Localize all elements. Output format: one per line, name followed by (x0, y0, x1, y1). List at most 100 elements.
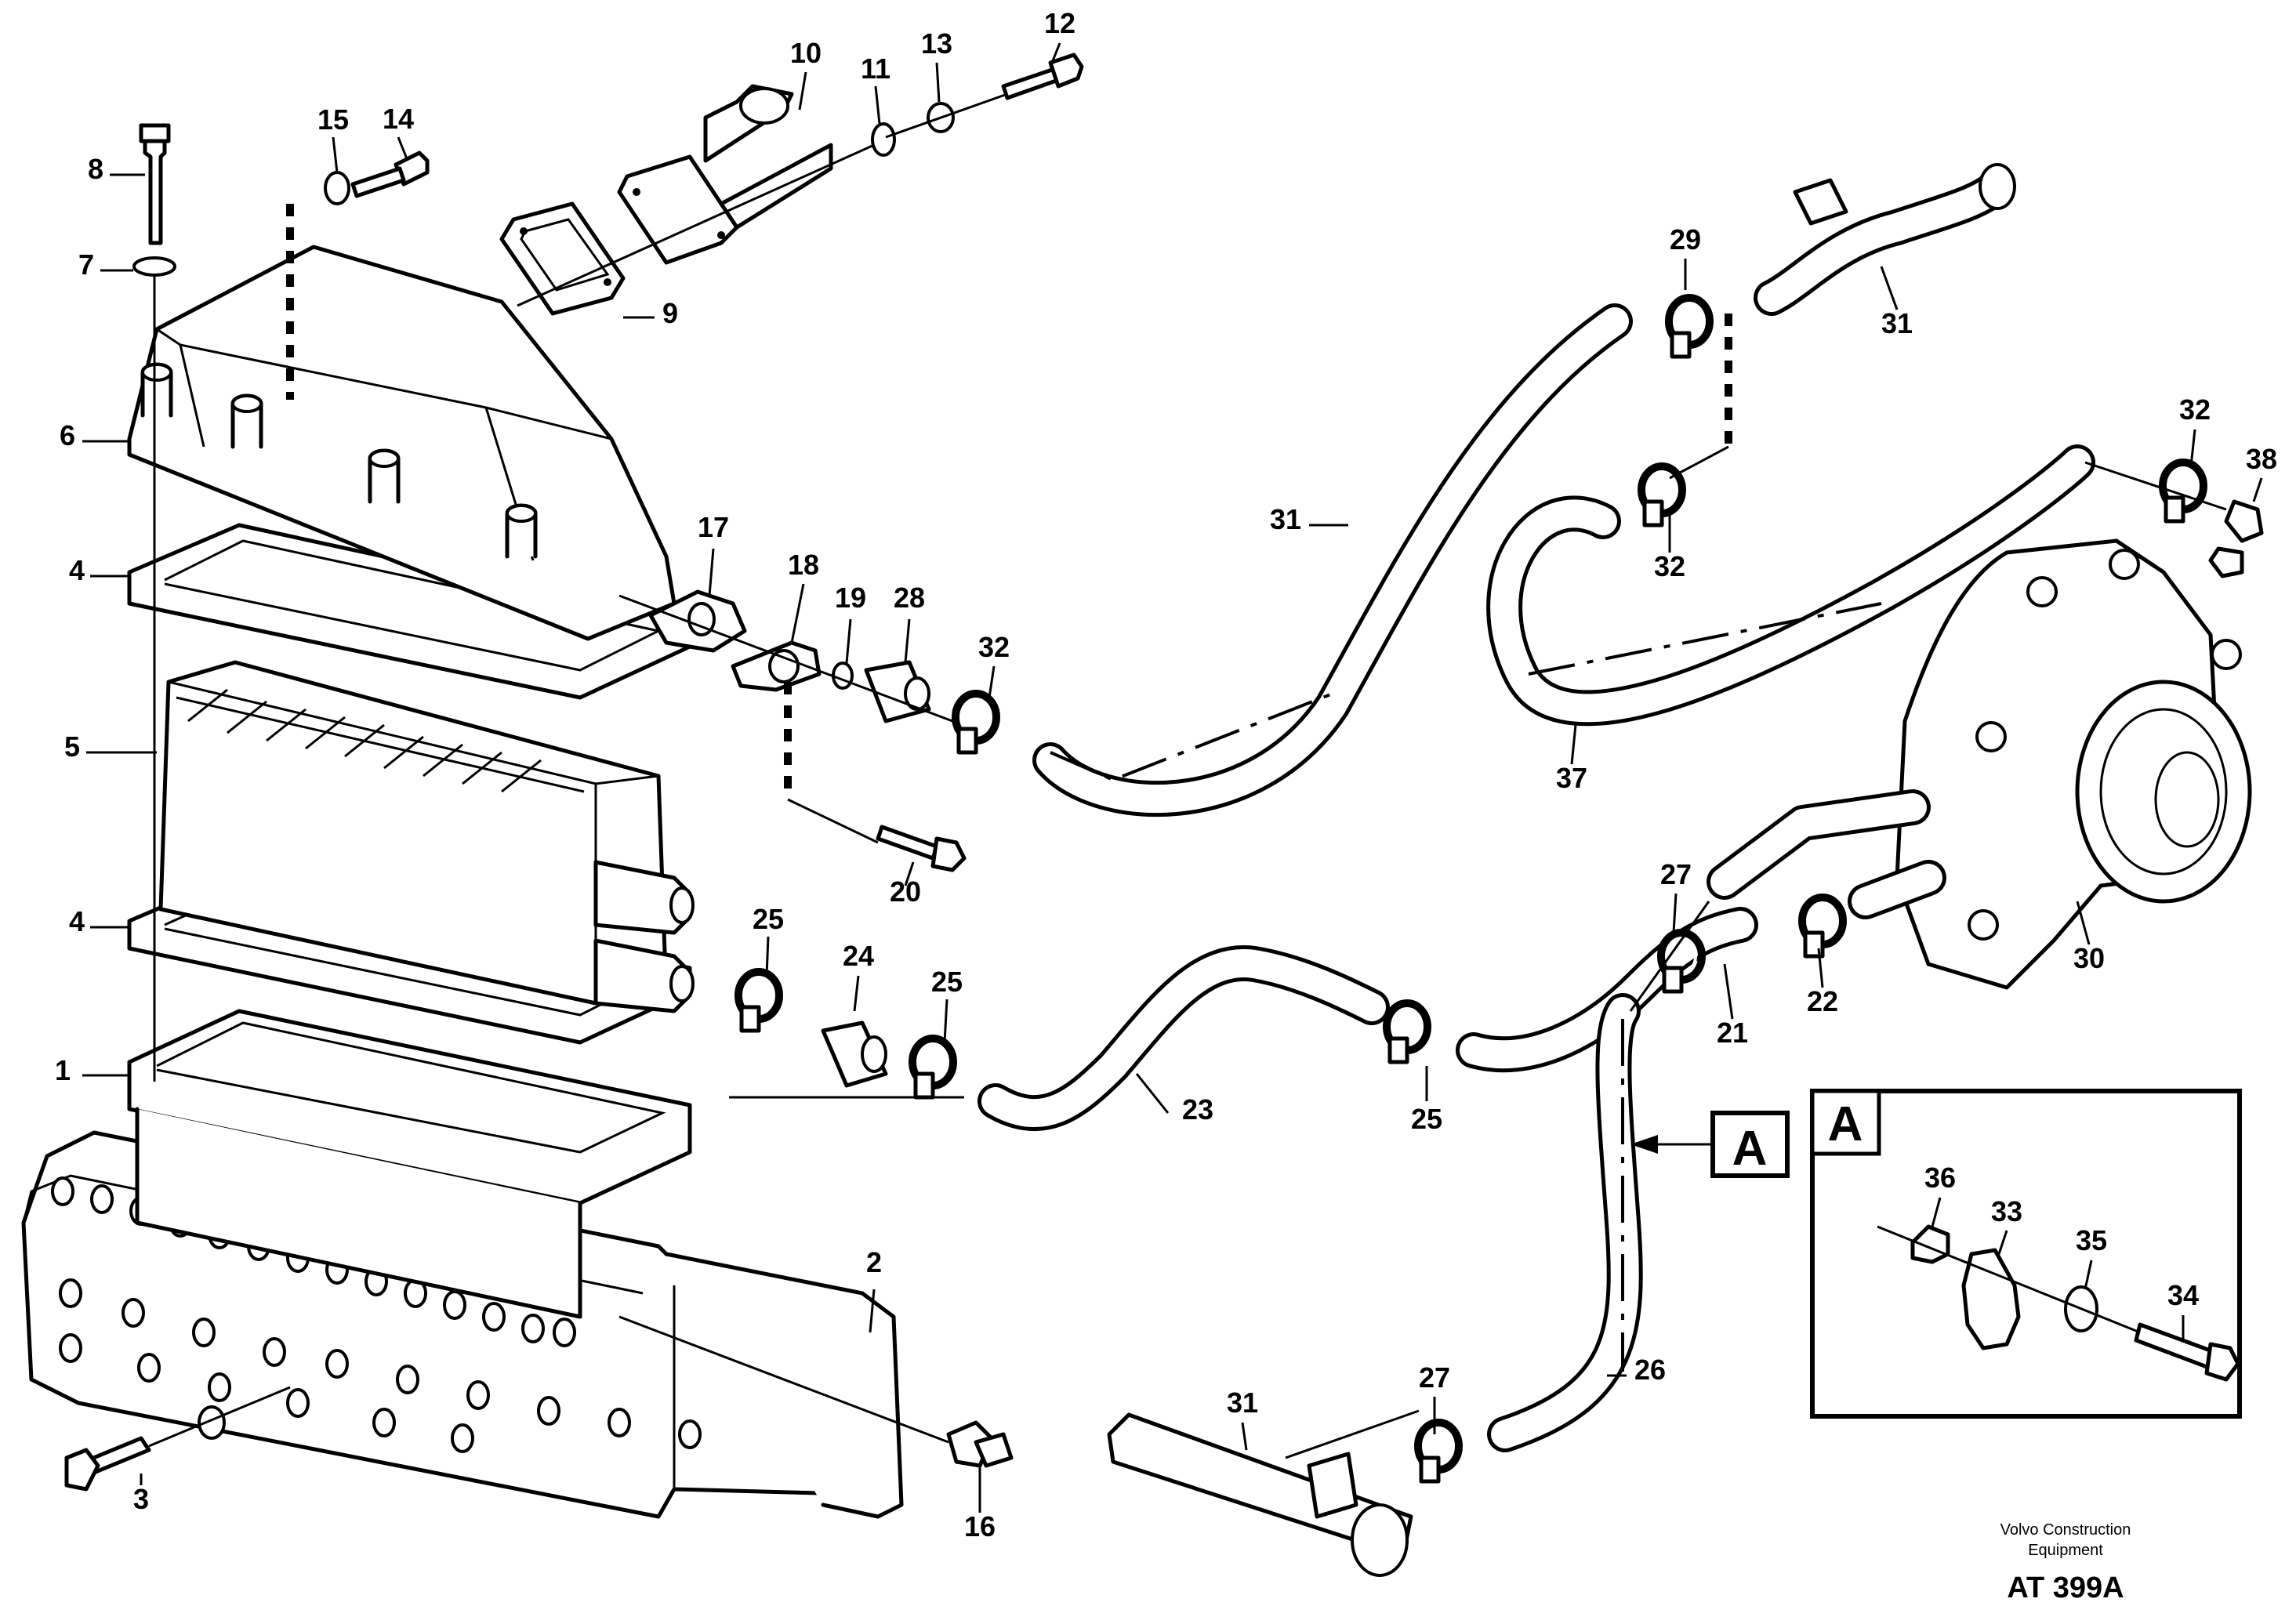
callout-leader-20 (904, 861, 915, 886)
callout-leader-32a (988, 665, 996, 698)
hose-26 (1487, 993, 1643, 1452)
callout-leader-27a (1672, 893, 1678, 933)
detail-box-letter: A (1828, 1097, 1863, 1151)
callout-32b: 32 (1654, 550, 1685, 582)
footer: Volvo Construction Equipment AT 399A (2000, 1521, 2131, 1604)
gasket-2 (664, 1252, 904, 1519)
screw-14 (350, 150, 430, 198)
callout-22: 22 (1807, 985, 1838, 1017)
footer-drawing-code: AT 399A (2007, 1571, 2124, 1604)
housing-1 (127, 1009, 692, 1319)
callout-leader-25a (765, 936, 770, 977)
footer-brand-line2: Equipment (2028, 1542, 2103, 1559)
hose-31-upper (1032, 303, 1633, 817)
callout-32a: 32 (978, 631, 1010, 663)
callout-leader-28 (904, 618, 911, 663)
pipe-31-top (1754, 163, 2016, 316)
callout-38: 38 (2246, 443, 2277, 475)
o-ring-19 (832, 662, 854, 690)
callout-leader-36 (1931, 1197, 1942, 1227)
callout-9: 9 (662, 297, 678, 329)
callout-25a: 25 (753, 903, 784, 935)
callout-14: 14 (383, 103, 414, 135)
callout-24: 24 (843, 940, 874, 972)
plug-16 (946, 1420, 1014, 1468)
callout-31c: 31 (1227, 1387, 1258, 1419)
callout-leader-38 (2252, 477, 2263, 502)
oil-cooler-5 (158, 660, 695, 1013)
detail-marker: A (1630, 1111, 1790, 1178)
callout-20: 20 (890, 875, 921, 908)
callout-leader-23 (1135, 1073, 1170, 1114)
callout-leader-31c (1241, 1422, 1248, 1451)
callout-31a: 31 (1270, 503, 1301, 535)
callout-leader-30 (2076, 901, 2091, 945)
callout-25c: 25 (1411, 1103, 1442, 1135)
callout-leader-10 (798, 71, 807, 111)
callout-35: 35 (2076, 1224, 2107, 1256)
callout-leader-22 (1817, 948, 1824, 988)
water-pump-30 (1895, 538, 2252, 990)
callout-4b: 4 (69, 905, 85, 937)
callout-21: 21 (1717, 1017, 1748, 1049)
bolt-20 (876, 825, 967, 872)
callout-27b: 27 (1419, 1361, 1450, 1394)
bolt-3 (64, 1436, 151, 1492)
washer-3 (198, 1405, 226, 1440)
callout-19: 19 (835, 582, 866, 614)
detail-marker-letter: A (1732, 1122, 1768, 1176)
hose-21 (1456, 907, 1758, 1073)
callout-30: 30 (2073, 942, 2105, 974)
callout-leader-31b (1880, 266, 1899, 310)
callout-6: 6 (60, 419, 75, 451)
callout-7: 7 (78, 248, 94, 281)
callout-23: 23 (1182, 1093, 1213, 1126)
callout-33: 33 (1991, 1195, 2022, 1227)
callout-2: 2 (866, 1246, 882, 1278)
washer-11 (871, 122, 896, 157)
callout-leader-2 (869, 1289, 876, 1333)
callout-34: 34 (2167, 1279, 2199, 1311)
footer-brand-line1: Volvo Construction (2000, 1521, 2131, 1539)
callout-leader-35 (2084, 1260, 2093, 1290)
callout-37: 37 (1556, 762, 1587, 794)
washer-7 (132, 256, 176, 277)
elbow-10 (617, 84, 833, 265)
callout-16: 16 (964, 1510, 996, 1542)
callout-leader-25b (943, 999, 949, 1043)
flange-17 (648, 589, 747, 653)
pipe-31-bottom (1107, 1412, 1413, 1577)
callout-4a: 4 (69, 554, 85, 586)
gasket-9 (499, 201, 626, 316)
hose-23 (978, 945, 1390, 1132)
callout-leader-33 (1997, 1230, 2008, 1255)
callout-3: 3 (133, 1483, 149, 1515)
callout-leader-14 (397, 136, 409, 161)
callout-26: 26 (1634, 1354, 1666, 1386)
callout-28: 28 (894, 582, 925, 614)
detail-box: A (1810, 1089, 2242, 1419)
callout-leader-13 (935, 62, 941, 103)
callout-36: 36 (1924, 1162, 1956, 1194)
callout-11: 11 (861, 53, 890, 85)
callout-5: 5 (64, 730, 80, 763)
callout-10: 10 (790, 37, 822, 69)
callout-27a: 27 (1660, 858, 1692, 890)
callout-25b: 25 (931, 966, 963, 998)
callout-leader-17 (708, 548, 715, 596)
callout-15: 15 (317, 103, 349, 136)
bolt-12 (1001, 53, 1084, 100)
callout-leader-21 (1723, 963, 1734, 1020)
pump-pipes (1707, 789, 1946, 919)
bolt-8 (139, 123, 171, 245)
callout-13: 13 (921, 27, 952, 60)
callout-8: 8 (88, 153, 103, 185)
cover-6 (127, 245, 676, 641)
callout-leader-11 (874, 85, 881, 125)
callout-leader-12 (1049, 42, 1061, 67)
callout-29: 29 (1670, 223, 1701, 256)
callout-leader-32c (2189, 429, 2196, 467)
hose-37 (1486, 444, 2095, 727)
washer-15 (324, 171, 350, 205)
